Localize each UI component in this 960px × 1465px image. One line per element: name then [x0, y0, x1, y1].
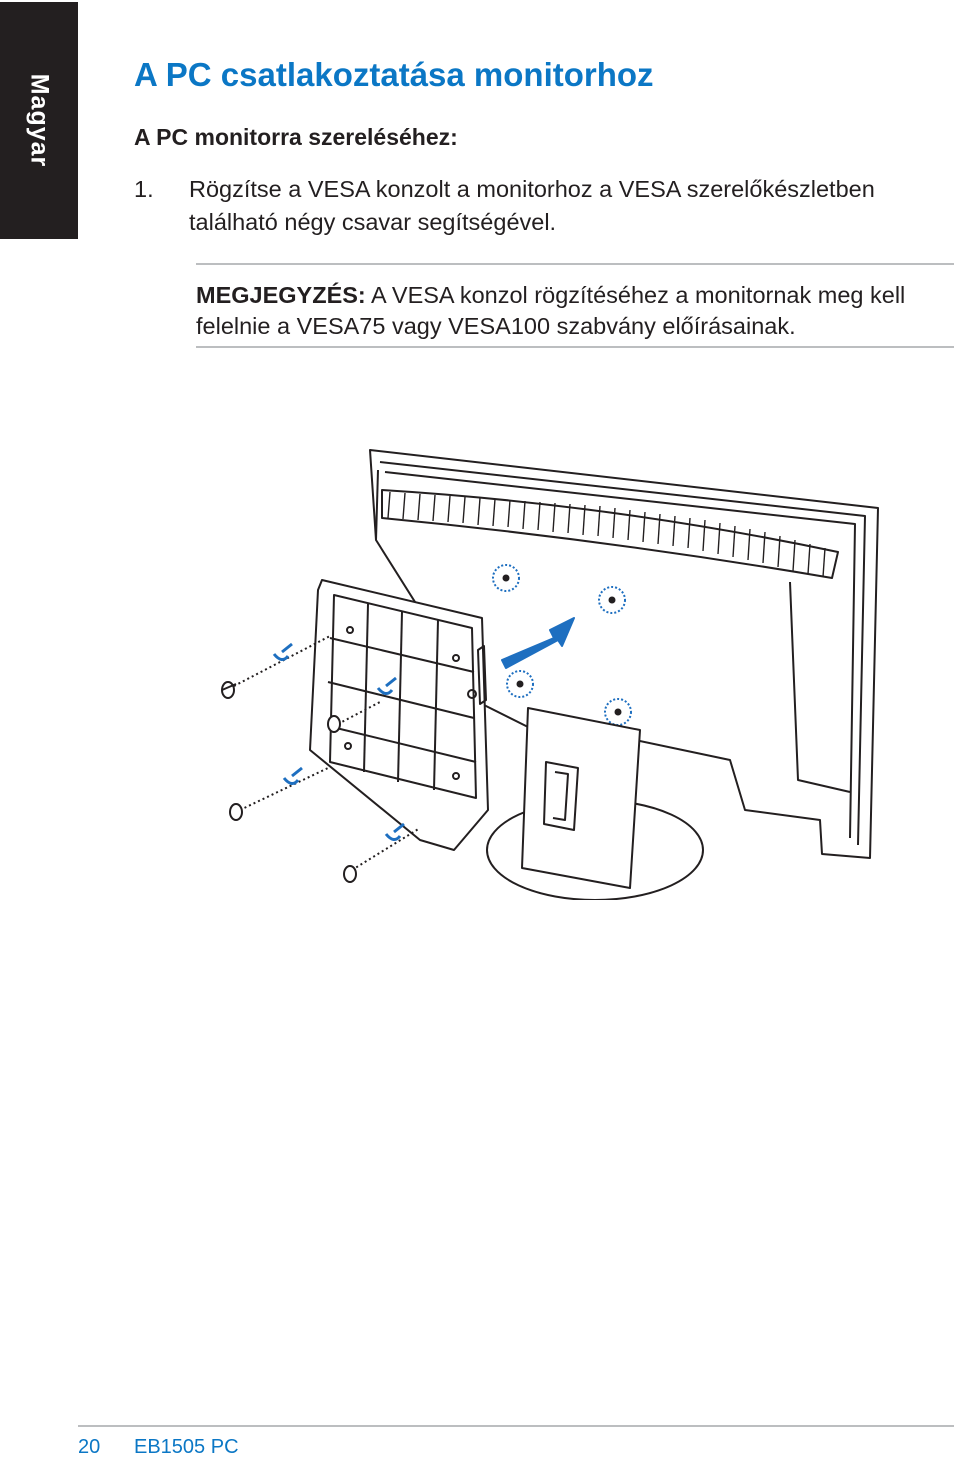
vesa-mounting-illustration-icon — [221, 449, 879, 900]
language-tab-label: Magyar — [25, 73, 54, 168]
screws — [221, 681, 357, 883]
direction-arrow — [501, 617, 575, 669]
note-label: MEGJEGYZÉS: — [196, 282, 366, 308]
note-text: A VESA konzol rögzítéséhez a monitornak … — [196, 282, 906, 339]
model-name: EB1505 PC — [134, 1436, 239, 1458]
note-box: MEGJEGYZÉS: A VESA konzol rögzítéséhez a… — [196, 263, 954, 348]
page-title: A PC csatlakoztatása monitorhoz — [134, 56, 654, 93]
monitor-back — [369, 449, 879, 859]
language-tab: Magyar — [0, 2, 78, 239]
step-text: Rögzítse a VESA konzolt a monitorhoz a V… — [189, 176, 875, 235]
page-number: 20 — [78, 1436, 101, 1458]
footer-rule — [78, 1425, 954, 1427]
vesa-bracket — [309, 579, 489, 851]
step-number: 1. — [134, 176, 154, 202]
monitor-stand — [486, 707, 704, 900]
section-subtitle: A PC monitorra szereléséhez: — [134, 124, 458, 150]
